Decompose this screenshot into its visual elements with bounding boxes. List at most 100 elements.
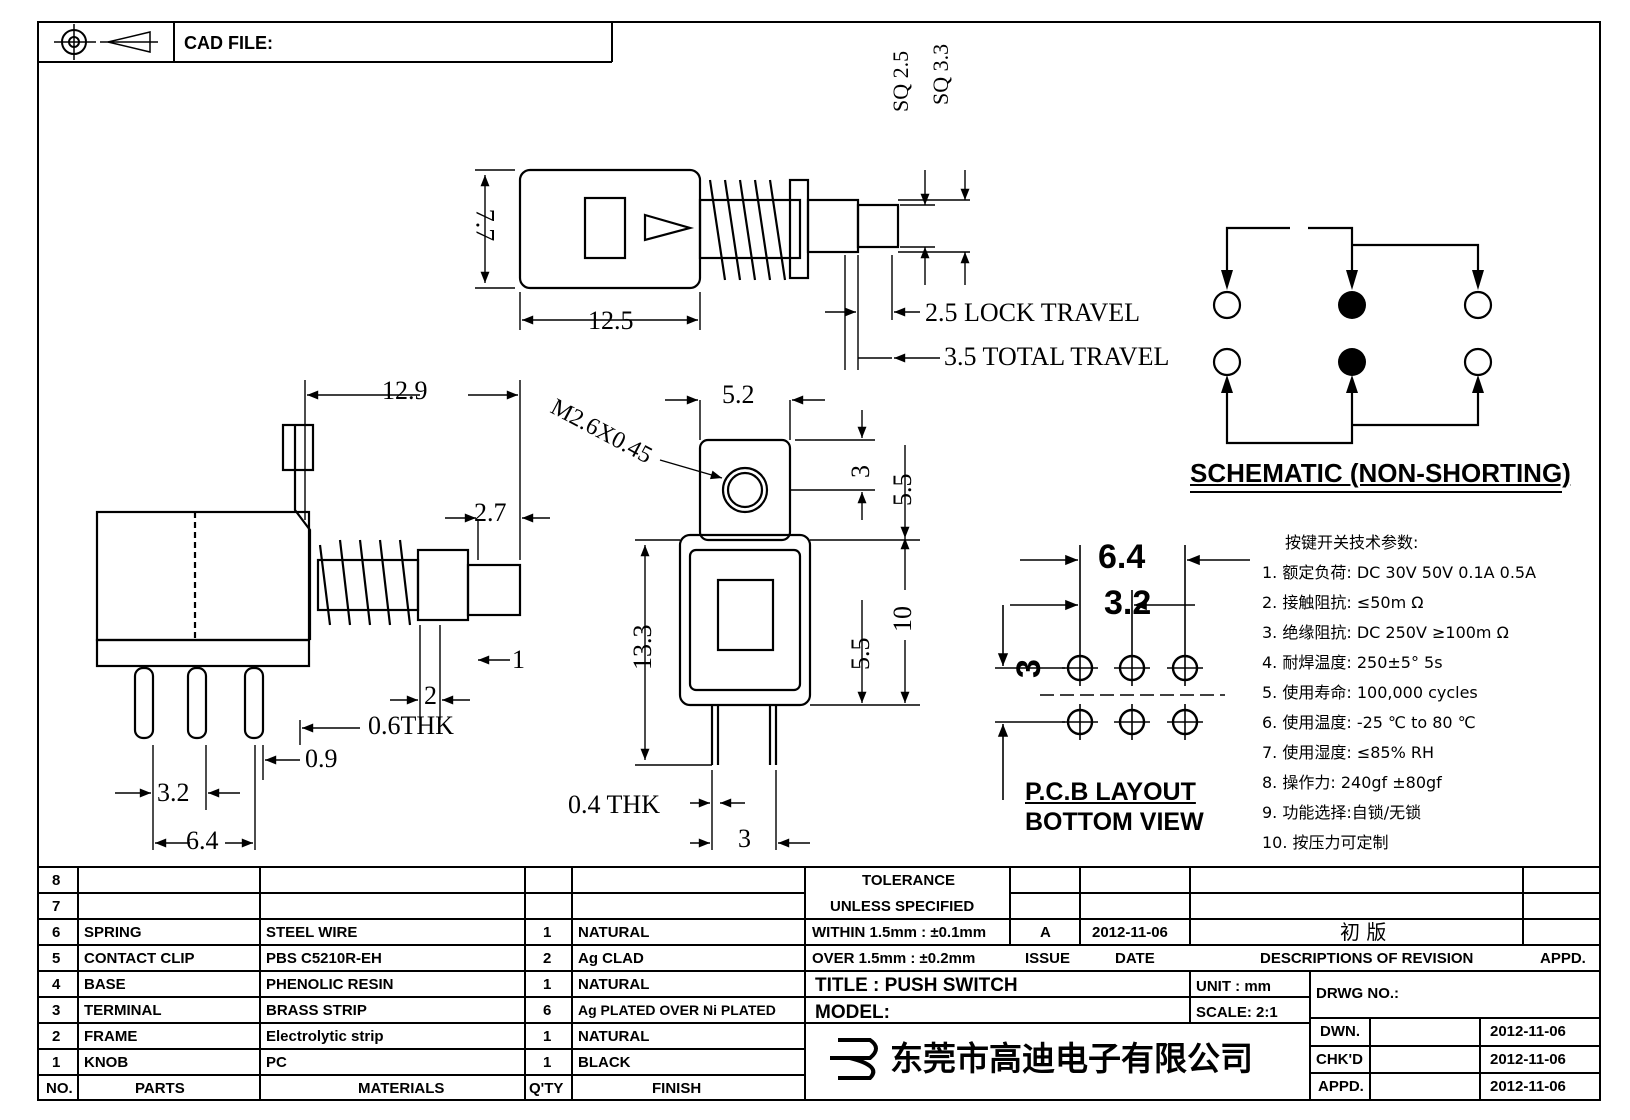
spec-item: 10. 按压力可定制: [1262, 833, 1389, 852]
pcb-dim-6-4: 6.4: [1098, 538, 1146, 576]
bom-no: 7: [52, 898, 61, 915]
dim-1: 1: [512, 645, 525, 674]
bom-no: 4: [52, 976, 61, 993]
bom-no: 6: [52, 924, 61, 941]
issue-header: ISSUE: [1025, 950, 1071, 967]
bom-no: 2: [52, 1028, 61, 1045]
spec-item: 3. 绝缘阻抗: DC 250V ≥100m Ω: [1262, 623, 1509, 642]
bom-qty: 1: [543, 1054, 552, 1071]
revision-letter: A: [1040, 924, 1051, 941]
bom-finish: NATURAL: [578, 924, 650, 941]
bom-finish: Ag PLATED OVER Ni PLATED: [578, 1002, 776, 1018]
drawing-title: TITLE : PUSH SWITCH: [815, 975, 1018, 996]
bom-material: PBS C5210R-EH: [266, 950, 382, 967]
pcb-dim-3-2: 3.2: [1104, 584, 1152, 622]
bom-finish: NATURAL: [578, 976, 650, 993]
bom-qty: 6: [543, 1002, 552, 1019]
pcb-dim-3: 3: [1010, 659, 1048, 678]
spec-item: 9. 功能选择:自锁/无锁: [1262, 803, 1422, 822]
dim-6-4: 6.4: [186, 826, 219, 855]
dim-length: 12.5: [588, 306, 634, 335]
dim-2-7: 2.7: [474, 498, 507, 527]
dim-sq-3-3: SQ 3.3: [928, 43, 953, 105]
dim-0-6thk: 0.6THK: [368, 711, 454, 740]
dim-0-9: 0.9: [305, 744, 338, 773]
bom-no: 5: [52, 950, 61, 967]
pcb-subtitle: BOTTOM VIEW: [1025, 808, 1204, 836]
dim-0-4-thk: 0.4 THK: [568, 790, 660, 819]
date-header: DATE: [1115, 950, 1155, 967]
company-logo-icon: [830, 1038, 878, 1080]
bom-qty: 2: [543, 950, 552, 967]
spec-item: 2. 接触阻抗: ≤50m Ω: [1262, 593, 1424, 612]
spec-item: 7. 使用湿度: ≤85% RH: [1262, 743, 1435, 762]
scale-label: SCALE: 2:1: [1196, 1004, 1278, 1021]
total-travel-label: 3.5 TOTAL TRAVEL: [944, 342, 1170, 371]
specs-heading: 按键开关技术参数:: [1285, 533, 1419, 552]
bom-finish: Ag CLAD: [578, 950, 644, 967]
bom-header-no: NO.: [46, 1080, 73, 1097]
bom-part: FRAME: [84, 1028, 138, 1045]
appd-label: APPD.: [1318, 1078, 1364, 1095]
bom-material: STEEL WIRE: [266, 924, 358, 941]
spec-item: 5. 使用寿命: 100,000 cycles: [1262, 683, 1478, 702]
tolerance-within: WITHIN 1.5mm : ±0.1mm: [812, 924, 987, 941]
bom-no: 8: [52, 872, 61, 889]
unit-label: UNIT : mm: [1196, 978, 1271, 995]
bom-part: TERMINAL: [84, 1002, 162, 1019]
spec-item: 6. 使用温度: -25 ℃ to 80 ℃: [1262, 713, 1476, 732]
drwg-no-label: DRWG NO.:: [1316, 985, 1400, 1002]
bom-header-qty: Q'TY: [529, 1080, 564, 1097]
tolerance-label: TOLERANCE: [862, 872, 956, 889]
dim-5-5-bot: 5.5: [846, 637, 875, 671]
company-name: 东莞市高迪电子有限公司: [890, 1039, 1253, 1078]
bom-qty: 1: [543, 976, 552, 993]
bom-part: BASE: [84, 976, 126, 993]
bom-header-parts: PARTS: [135, 1080, 185, 1097]
bom-finish: BLACK: [578, 1054, 631, 1071]
bom-qty: 1: [543, 1028, 552, 1045]
dim-3-bot: 3: [738, 824, 751, 853]
chkd-date: 2012-11-06: [1490, 1051, 1566, 1068]
dwn-date: 2012-11-06: [1490, 1023, 1566, 1040]
spec-item: 4. 耐焊温度: 250±5° 5s: [1262, 653, 1443, 672]
tolerance-over: OVER 1.5mm : ±0.2mm: [812, 950, 976, 967]
spec-item: 8. 操作力: 240gf ±80gf: [1262, 773, 1442, 792]
bom-no: 3: [52, 1002, 61, 1019]
descriptions-header: DESCRIPTIONS OF REVISION: [1260, 950, 1474, 967]
dim-5-2: 5.2: [722, 380, 755, 409]
model-label: MODEL:: [815, 1002, 890, 1023]
dim-12-9: 12.9: [382, 376, 428, 405]
dim-sq-2-5: SQ 2.5: [888, 50, 913, 112]
bom-part: KNOB: [84, 1054, 129, 1071]
bom-material: PC: [266, 1054, 287, 1071]
pcb-title: P.C.B LAYOUT: [1025, 778, 1196, 806]
bom-no: 1: [52, 1054, 61, 1071]
revision-date: 2012-11-06: [1092, 924, 1168, 941]
bom-header-materials: MATERIALS: [358, 1080, 445, 1097]
bom-qty: 1: [543, 924, 552, 941]
spec-item: 1. 额定负荷: DC 30V 50V 0.1A 0.5A: [1262, 563, 1537, 582]
bom-part: CONTACT CLIP: [84, 950, 195, 967]
bom-material: PHENOLIC RESIN: [266, 976, 394, 993]
lock-travel-label: 2.5 LOCK TRAVEL: [925, 298, 1140, 327]
schematic-title: SCHEMATIC (NON-SHORTING): [1190, 458, 1571, 488]
dim-3-2: 3.2: [157, 778, 190, 807]
revision-description: 初 版: [1340, 920, 1387, 944]
bom-material: BRASS STRIP: [266, 1002, 367, 1019]
unless-specified-label: UNLESS SPECIFIED: [830, 898, 975, 915]
dim-13-3: 13.3: [628, 624, 657, 671]
dwn-label: DWN.: [1320, 1023, 1360, 1040]
bom-finish: NATURAL: [578, 1028, 650, 1045]
dim-2: 2: [424, 681, 437, 710]
dim-3-top: 3: [846, 465, 875, 478]
chkd-label: CHK'D: [1316, 1051, 1363, 1068]
bom-part: SPRING: [84, 924, 142, 941]
bom-material: Electrolytic strip: [266, 1028, 384, 1045]
dim-5-5-top: 5.5: [888, 473, 917, 507]
dim-height: 7.7: [470, 208, 500, 242]
cad-file-label: CAD FILE:: [184, 33, 273, 53]
appd-date: 2012-11-06: [1490, 1078, 1566, 1095]
